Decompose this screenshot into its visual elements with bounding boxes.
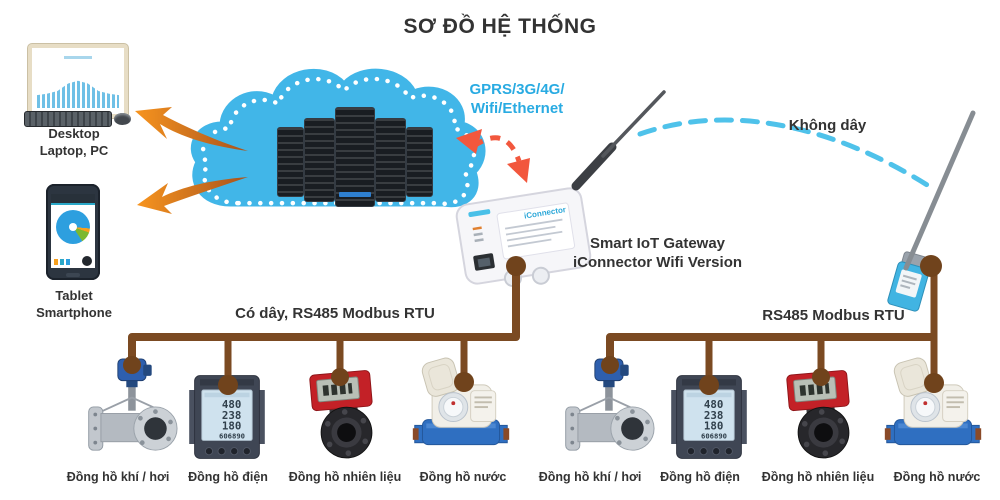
- device-label: Đồng hồ điện: [660, 470, 740, 484]
- gateway-label: Smart IoT Gateway iConnector Wifi Versio…: [572, 235, 743, 272]
- mouse: [114, 113, 131, 125]
- gprs-link-label: GPRS/3G/4G/ Wifi/Ethernet: [469, 81, 565, 118]
- connection-dots: [123, 255, 944, 395]
- right-bus-wire: [606, 333, 934, 362]
- device-label: Đồng hồ khí / hơi: [538, 470, 642, 484]
- gateway-logo-mark: [468, 209, 491, 217]
- right-bus-drops: [705, 264, 938, 382]
- device-label: Đồng hồ nhiên liệu: [761, 470, 875, 484]
- smartphone-icon: [46, 184, 100, 280]
- cloud-gateway-dashed-link: [472, 135, 522, 162]
- right-bus-label: RS485 Modbus RTU: [762, 307, 905, 324]
- cloud-dotted-border: [200, 76, 477, 206]
- cloud-to-desktop-arrow: [135, 107, 248, 151]
- page-title: SƠ ĐỒ HỆ THỐNG: [403, 15, 597, 38]
- left-bus-label: Có dây, RS485 Modbus RTU: [235, 305, 435, 322]
- receiver-antenna: [903, 110, 976, 271]
- keyboard: [24, 111, 112, 127]
- device-label: Đồng hồ nước: [893, 470, 981, 484]
- wireless-link-dashes: [637, 117, 935, 191]
- arrowhead-to-gateway: [507, 158, 530, 183]
- device-label: Đồng hồ nước: [419, 470, 507, 484]
- left-bus-wire: [128, 268, 520, 362]
- device-label: Đồng hồ điện: [188, 470, 268, 484]
- wireless-label: Không dây: [788, 117, 867, 134]
- device-label: Đồng hồ nhiên liệu: [288, 470, 402, 484]
- tablet-label: Tablet Smartphone: [36, 288, 112, 320]
- desktop-label: Desktop Laptop, PC: [39, 126, 109, 158]
- pie-chart-screen: [56, 210, 90, 244]
- gateway-connector: [531, 266, 550, 285]
- iot-gateway-icon: iConnector: [455, 187, 592, 288]
- cloud-to-tablet-arrow: [137, 177, 248, 214]
- arrowhead-to-cloud: [456, 129, 482, 154]
- device-label: Đồng hồ khí / hơi: [66, 470, 170, 484]
